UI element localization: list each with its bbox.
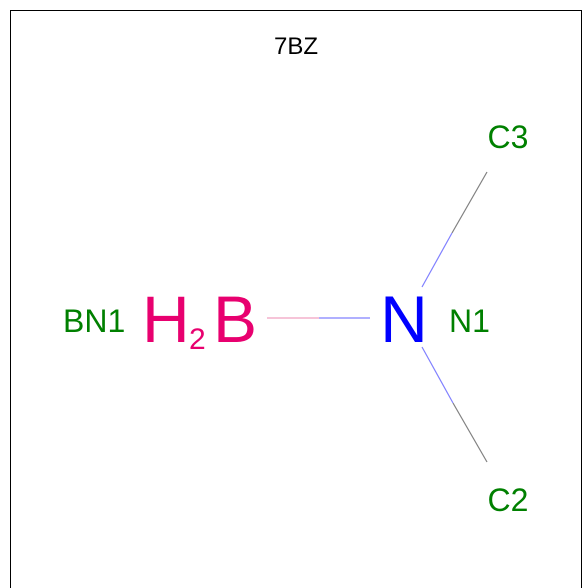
hydrogen-symbol: H	[142, 282, 190, 356]
boron-symbol: B	[213, 282, 257, 356]
hydrogen-count: 2	[189, 323, 206, 356]
nitrogen-symbol: N	[380, 282, 428, 356]
label-c3: C3	[488, 119, 529, 155]
label-n1: N1	[449, 303, 490, 339]
boron-atom: H 2 B	[142, 282, 257, 356]
label-bn1: BN1	[63, 303, 125, 339]
atom-labels: BN1 N1 C3 C2	[63, 119, 528, 518]
bond-n-c3-carbon-half	[451, 171, 488, 234]
label-c2: C2	[488, 482, 529, 518]
bond-n-c2-carbon-half	[452, 402, 488, 463]
diagram-frame	[10, 10, 582, 588]
bond-n-c3-nitrogen-half	[421, 232, 453, 288]
diagram-title: 7BZ	[274, 33, 318, 60]
bonds	[267, 171, 488, 463]
bond-n-c2-nitrogen-half	[421, 346, 454, 404]
